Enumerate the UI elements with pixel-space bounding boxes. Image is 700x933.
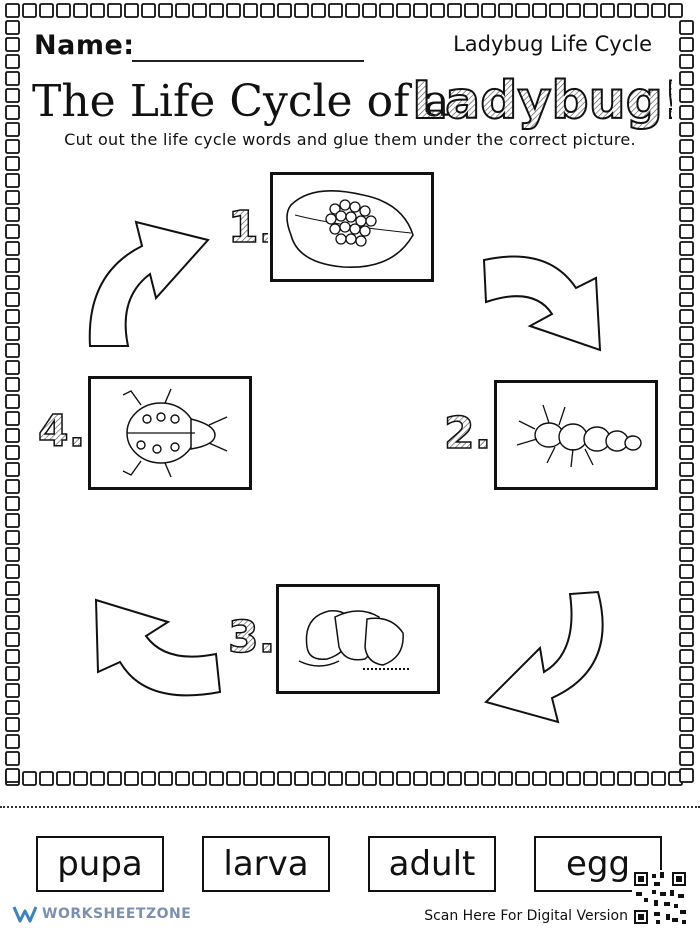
svg-text:1.: 1. — [228, 202, 268, 248]
word-card-adult[interactable]: adult — [368, 836, 496, 892]
arrow-down-left-icon — [484, 590, 604, 724]
stage-4-picture-box — [88, 376, 252, 490]
decorative-square-border — [5, 3, 694, 786]
stage-2-number: 2. — [443, 407, 492, 454]
svg-text:4.: 4. — [38, 406, 85, 454]
qr-code-icon[interactable] — [632, 870, 688, 926]
arrow-up-right-icon — [88, 220, 210, 347]
stage-1-picture-box — [270, 172, 434, 282]
stage-3-picture-box — [276, 584, 440, 694]
title-text-ladybug: Ladybug! — [412, 71, 672, 131]
stage-1-number: 1. — [227, 201, 268, 248]
title-text-part1: The Life Cycle of a — [32, 76, 450, 127]
name-write-line — [132, 60, 364, 62]
arrow-down-right-icon — [482, 255, 602, 352]
stage-2-picture-box — [494, 380, 658, 490]
instructions-text: Cut out the life cycle words and glue th… — [64, 130, 636, 149]
main-title: The Life Cycle of a Ladybug! — [32, 70, 672, 132]
worksheetzone-logo[interactable]: WORKSHEETZONE — [12, 905, 191, 923]
word-card-larva[interactable]: larva — [202, 836, 330, 892]
cut-dotted-line — [0, 806, 700, 808]
svg-text:2.: 2. — [444, 408, 491, 454]
stage-3-number: 3. — [227, 611, 276, 658]
worksheet-sheet: Name: Ladybug Life Cycle The Life Cycle … — [5, 3, 694, 786]
ladybug-larva-icon — [516, 404, 642, 468]
worksheetzone-logo-icon — [12, 906, 38, 923]
svg-text:3.: 3. — [228, 612, 275, 658]
stage-4-number: 4. — [37, 405, 86, 454]
ladybug-pupa-icon — [298, 610, 409, 670]
arrow-up-left-icon — [94, 598, 222, 697]
worksheet-title: Ladybug Life Cycle — [453, 32, 652, 56]
logo-text: WORKSHEETZONE — [42, 906, 192, 922]
scan-instruction: Scan Here For Digital Version — [424, 908, 628, 924]
adult-ladybug-icon — [122, 388, 228, 478]
ladybug-eggs-on-leaf-icon — [286, 189, 414, 269]
name-label: Name: — [34, 30, 135, 61]
word-card-pupa[interactable]: pupa — [36, 836, 164, 892]
